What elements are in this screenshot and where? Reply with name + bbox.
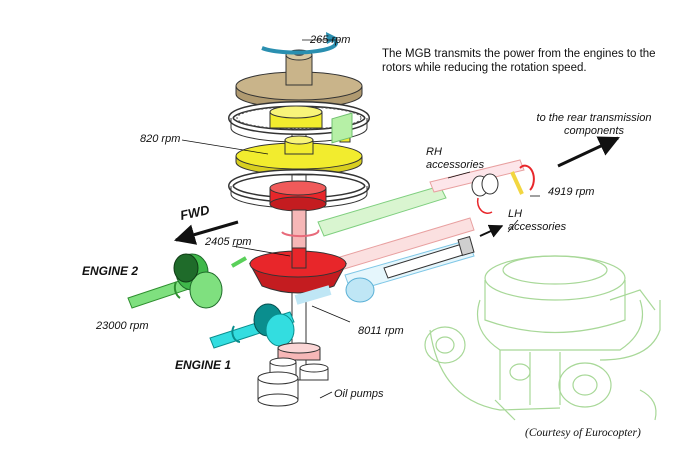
top-tan-disc (235, 49, 363, 109)
rear-output-shaft (429, 159, 535, 214)
gearbox-outline (424, 255, 661, 421)
label-2405-rpm: 2405 rpm (205, 236, 252, 248)
label-engine-1: ENGINE 1 (175, 358, 232, 372)
label-oil-pumps: Oil pumps (334, 388, 384, 400)
engine1-input (209, 285, 332, 349)
label-4919-rpm: 4919 rpm (548, 186, 595, 198)
label-820-rpm: 820 rpm (140, 133, 181, 145)
oil-pump-assembly (257, 342, 329, 407)
lh-accessory-rod (383, 236, 475, 279)
rotation-arrow (261, 32, 338, 55)
engine2-input (127, 253, 247, 309)
description-text: The MGB transmits the power from the eng… (382, 48, 656, 74)
arrows (173, 136, 620, 245)
label-lh-accessories: LH accessories (508, 208, 567, 233)
red-bevel-gear (248, 247, 348, 294)
label-23000-rpm: 23000 rpm (96, 320, 149, 332)
credit-text: (Courtesy of Eurocopter) (525, 427, 641, 439)
label-265-rpm: 265 rpm (310, 34, 351, 46)
red-sun-gear (269, 180, 327, 251)
label-rh-accessories: RH accessories (426, 146, 485, 171)
yellow-disc (235, 135, 363, 176)
leader-lines (181, 39, 540, 399)
label-engine-2: ENGINE 2 (82, 264, 139, 278)
label-8011-rpm: 8011 rpm (358, 325, 404, 337)
label-rear-transmission: to the rear transmission components (536, 112, 652, 137)
pink-rotation-indicator (281, 229, 320, 238)
